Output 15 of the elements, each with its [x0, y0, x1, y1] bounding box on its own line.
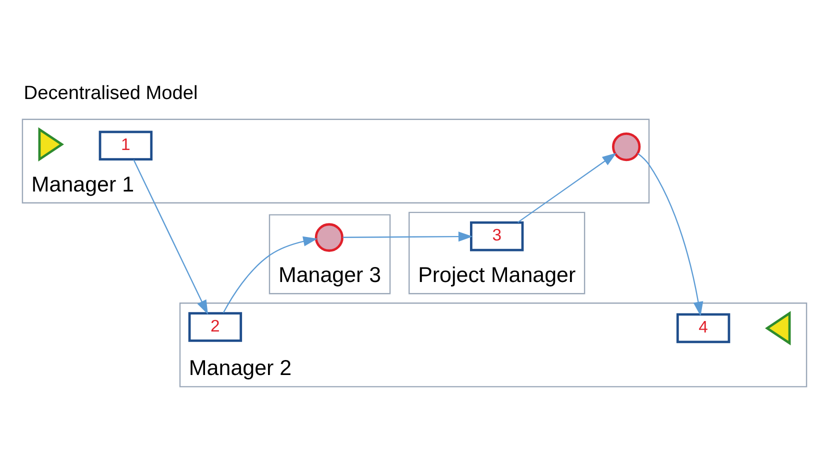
arrow	[342, 231, 473, 242]
node-triangle	[765, 310, 791, 345]
node-box: 3	[470, 220, 524, 251]
node-box: 2	[188, 312, 242, 342]
arrow	[637, 152, 704, 316]
arrow	[518, 152, 617, 222]
node-triangle	[38, 126, 64, 162]
node-box: 1	[98, 130, 153, 160]
node-circle	[612, 132, 641, 161]
node-box: 4	[676, 312, 730, 343]
node-circle	[314, 222, 344, 252]
diagram-title: Decentralised Model	[24, 82, 198, 104]
arrow	[133, 159, 208, 314]
arrow	[222, 236, 318, 313]
cluster: Manager 3	[268, 214, 391, 294]
